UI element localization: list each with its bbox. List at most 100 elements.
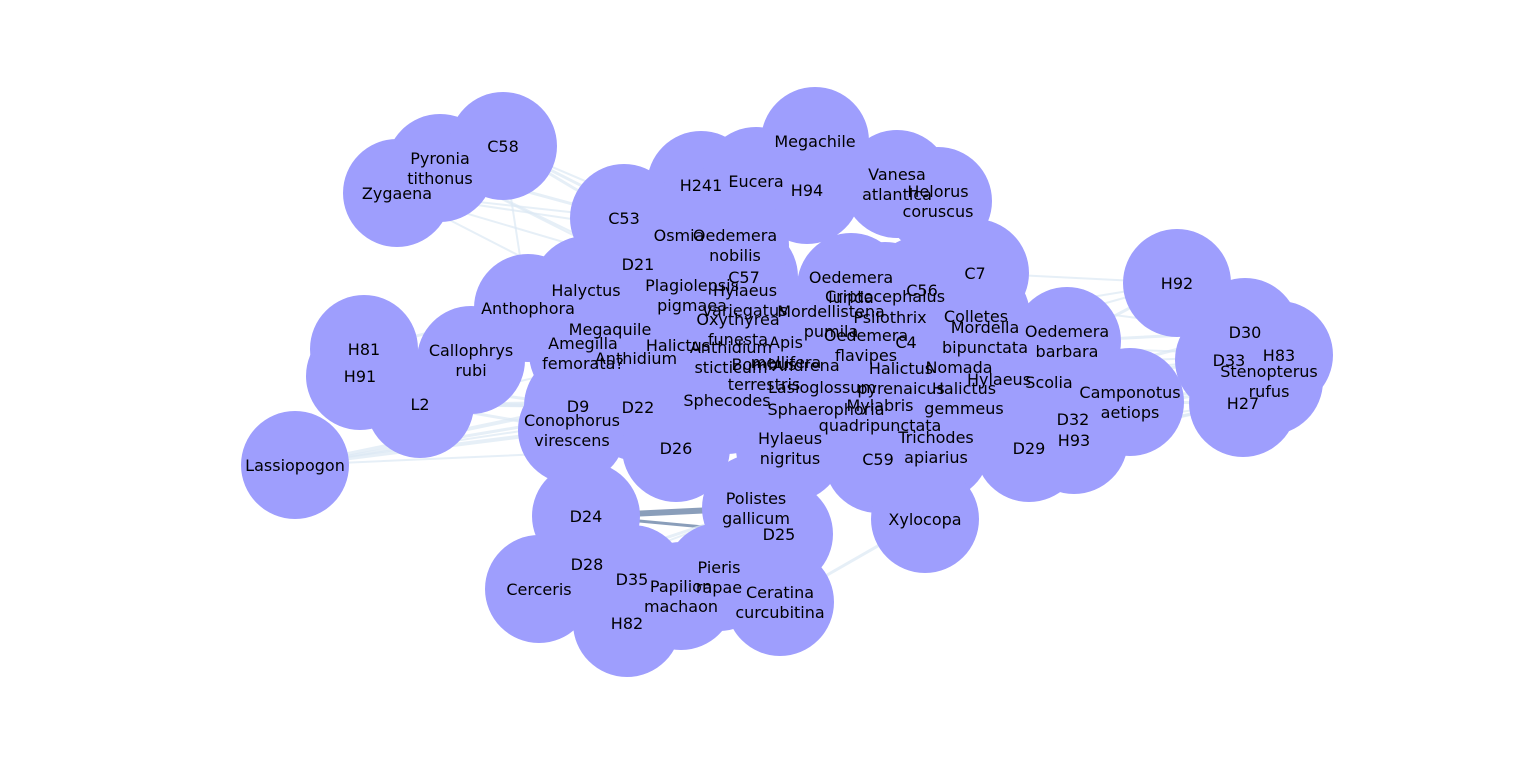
node-label: Andrena: [772, 356, 839, 375]
node-l2: [366, 350, 474, 458]
node-label: Xylocopa: [888, 510, 961, 529]
node-label: C56: [906, 281, 938, 300]
node-label: D25: [763, 525, 796, 544]
node-label: H27: [1227, 394, 1259, 413]
node-label: D33: [1213, 351, 1246, 370]
node-label: Cerceris: [506, 580, 571, 599]
node-label: H91: [344, 367, 376, 386]
node-label: Anthophora: [481, 299, 575, 318]
node-label: H82: [611, 614, 643, 633]
node-label: Sphecodes: [683, 391, 770, 410]
node-label: H93: [1058, 431, 1090, 450]
node-label: C53: [608, 209, 640, 228]
node-label: D22: [622, 398, 655, 417]
node-circle: [1189, 349, 1297, 457]
node-cerceris: [485, 535, 593, 643]
node-d26: [622, 394, 730, 502]
node-label: Eucera: [728, 172, 783, 191]
node-label: D29: [1013, 439, 1046, 458]
node-label: C58: [487, 137, 519, 156]
node-h82: [573, 569, 681, 677]
node-label: C4: [895, 333, 916, 352]
node-label: H83: [1263, 346, 1295, 365]
node-circle: [449, 92, 557, 200]
node-circle: [241, 411, 349, 519]
node-label: C59: [862, 450, 894, 469]
node-label: Nomada: [925, 358, 992, 377]
node-label: Criptocephalus: [825, 287, 945, 306]
node-label: Psilothrix: [853, 308, 926, 327]
node-circle: [573, 569, 681, 677]
node-circle: [871, 465, 979, 573]
node-label: Scolia: [1025, 373, 1072, 392]
node-label: H81: [348, 340, 380, 359]
node-label: Zygaena: [362, 184, 432, 203]
node-circle: [975, 394, 1083, 502]
node-label: Halictus: [646, 336, 710, 355]
node-label: Megachile: [774, 132, 855, 151]
node-xylocopa: [871, 465, 979, 573]
node-label: Osmia: [654, 226, 705, 245]
node-label: Halyctus: [551, 281, 620, 300]
node-label: Colletes: [944, 307, 1008, 326]
node-label: L2: [410, 395, 429, 414]
node-label: H92: [1161, 274, 1193, 293]
node-ceratina-curcubitina: [726, 548, 834, 656]
node-circle: [622, 394, 730, 502]
node-label: Anthidium: [595, 349, 677, 368]
node-conophorus-virescens: [518, 376, 626, 484]
node-label: H241: [680, 176, 723, 195]
node-label: D32: [1057, 410, 1090, 429]
node-label: D30: [1229, 323, 1262, 342]
node-d29: [975, 394, 1083, 502]
node-circle: [366, 350, 474, 458]
node-label: D26: [660, 439, 693, 458]
node-label: D28: [571, 555, 604, 574]
node-label: Lassiopogon: [245, 456, 345, 475]
node-label: Megaquile: [569, 320, 652, 339]
node-label: D24: [570, 507, 603, 526]
node-label: D35: [616, 570, 649, 589]
node-h27: [1189, 349, 1297, 457]
node-label: D9: [567, 397, 590, 416]
node-circle: [485, 535, 593, 643]
node-lassiopogon: [241, 411, 349, 519]
node-label: C57: [728, 268, 760, 287]
node-label: Sphaerophoria: [767, 400, 884, 419]
node-label: Hylaeus: [967, 370, 1031, 389]
node-circle: [726, 548, 834, 656]
node-c58: [449, 92, 557, 200]
node-circle: [518, 376, 626, 484]
node-label: H94: [791, 181, 823, 200]
